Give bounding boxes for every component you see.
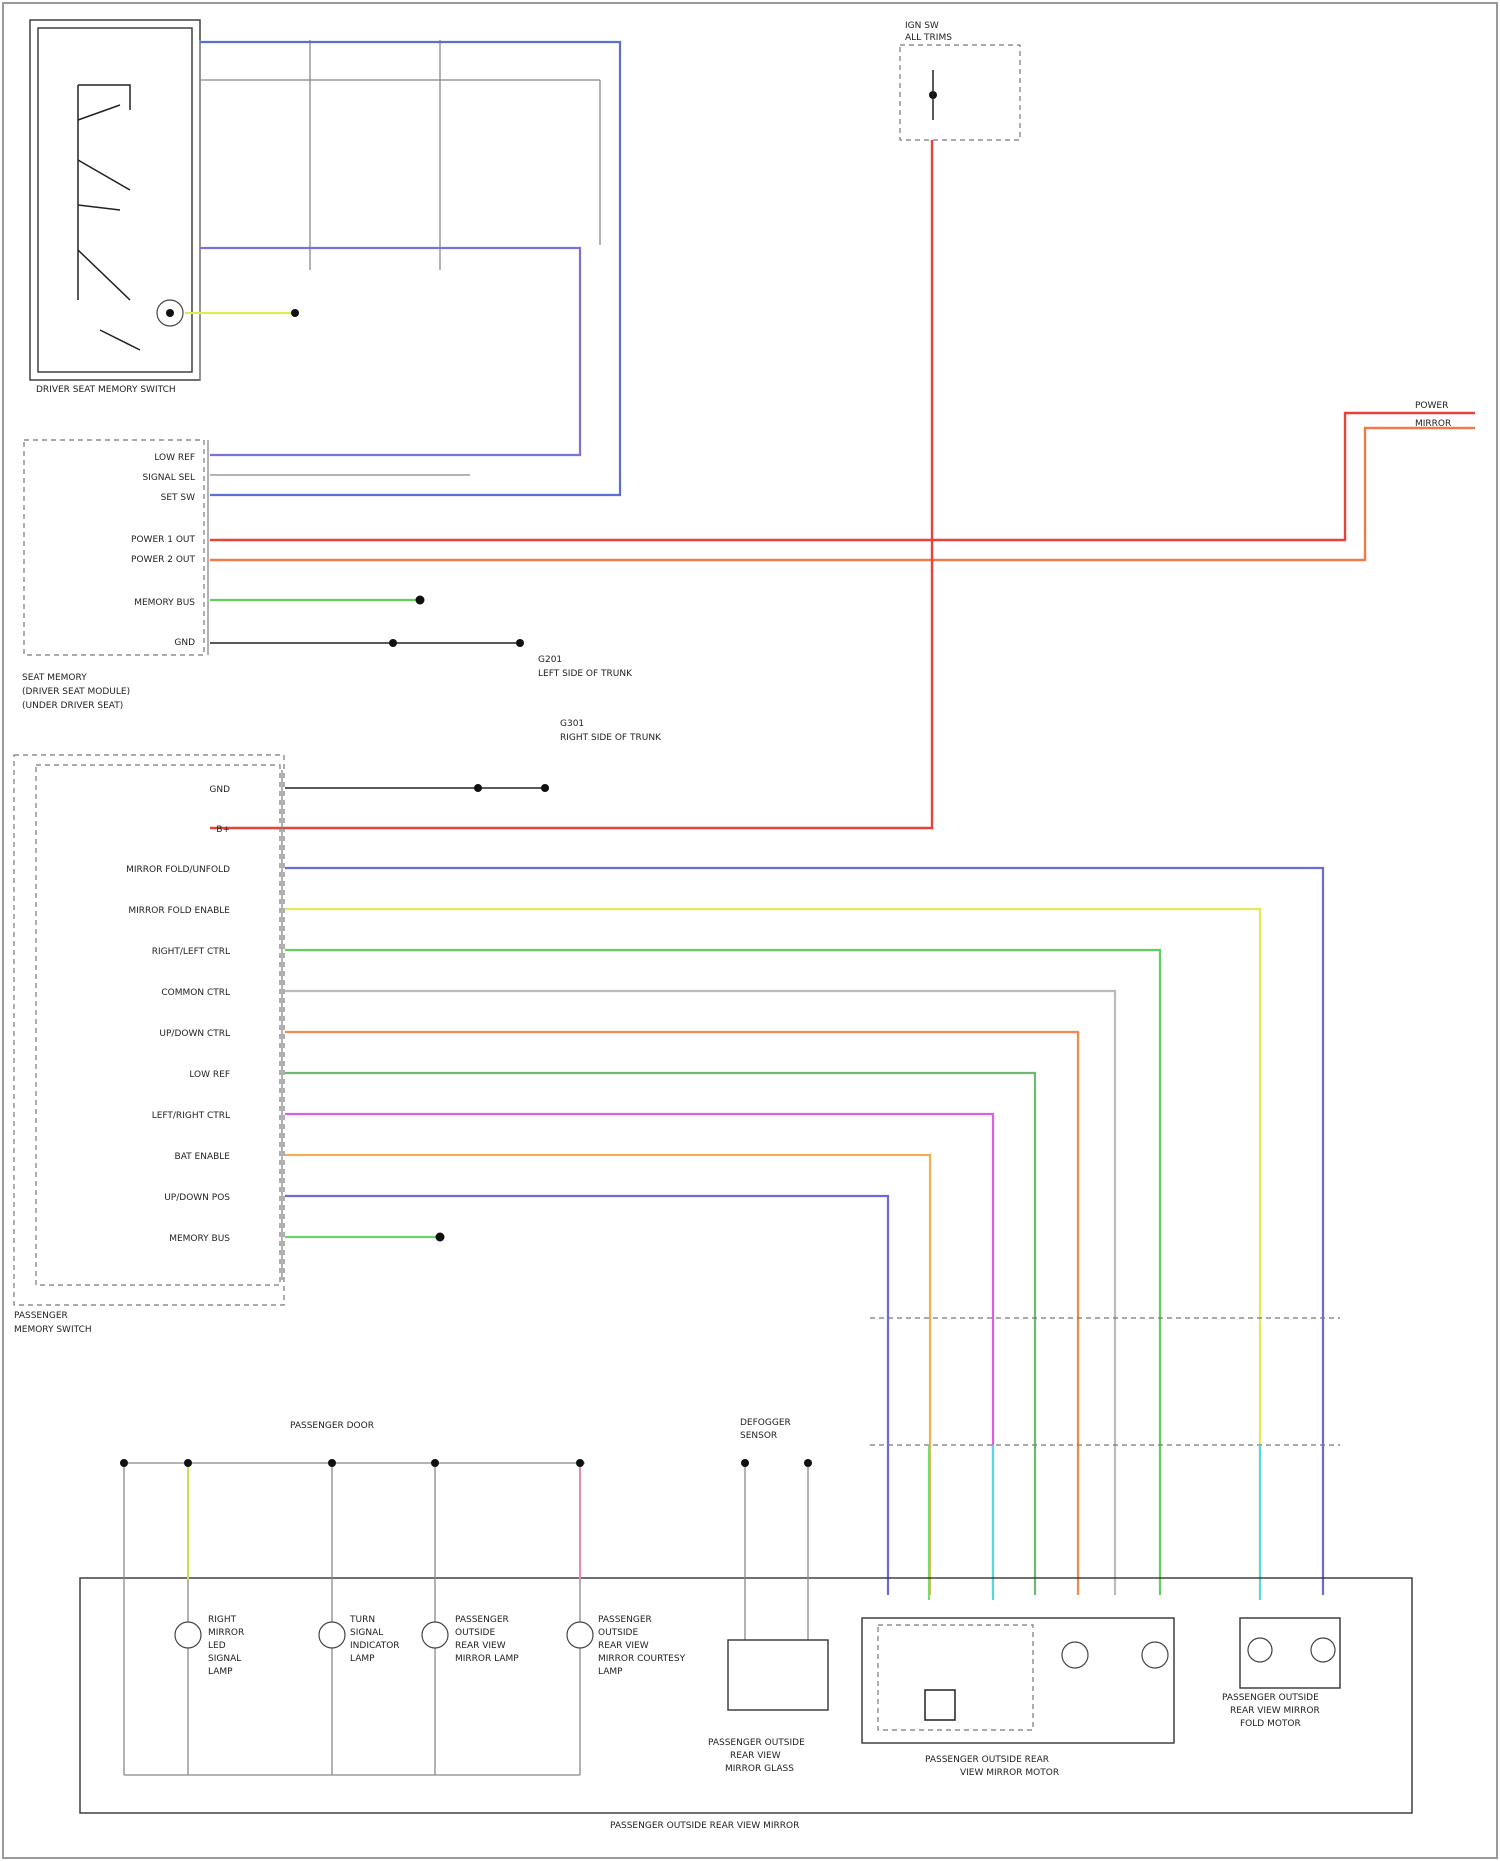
fold-motor-caption-2: REAR VIEW MIRROR: [1230, 1706, 1320, 1716]
heated-mirror-caption-2: REAR VIEW: [730, 1751, 781, 1761]
pin-label-p-gnd: GND: [209, 785, 230, 795]
pin-label-p-ud-pos: UP/DOWN POS: [164, 1193, 230, 1203]
passenger-memory-module: GND B+ MIRROR FOLD/UNFOLD MIRROR FOLD EN…: [14, 755, 284, 1335]
ground-note-2-desc: RIGHT SIDE OF TRUNK: [560, 733, 662, 743]
driver-pin-labels: LOW REF SIGNAL SEL SET SW POWER 1 OUT PO…: [131, 453, 195, 648]
pin-label-p-bplus: B+: [216, 825, 230, 835]
pin-label-p-fold-enable: MIRROR FOLD ENABLE: [128, 906, 230, 916]
footer-caption: PASSENGER OUTSIDE REAR VIEW MIRROR: [610, 1821, 799, 1831]
defogger-caption-2: SENSOR: [740, 1431, 777, 1441]
pin-label-p-low-ref: LOW REF: [189, 1070, 230, 1080]
passenger-pin-labels: GND B+ MIRROR FOLD/UNFOLD MIRROR FOLD EN…: [126, 785, 230, 1244]
lamp-4-line-1: PASSENGER: [598, 1615, 652, 1625]
mirror-motors-caption-2: VIEW MIRROR MOTOR: [960, 1768, 1059, 1778]
lamp-4-line-4: MIRROR COURTESY: [598, 1654, 686, 1664]
defogger-sensor: DEFOGGER SENSOR PASSENGER OUTSIDE REAR V…: [708, 1418, 828, 1774]
seat-memory-module: LOW REF SIGNAL SEL SET SW POWER 1 OUT PO…: [22, 440, 208, 711]
seat-module-caption-1: SEAT MEMORY: [22, 673, 87, 683]
driver-switch-caption: DRIVER SEAT MEMORY SWITCH: [36, 385, 176, 395]
lamp-labels: RIGHT MIRROR LED SIGNAL LAMP TURN SIGNAL…: [208, 1615, 686, 1677]
pin-label-p-lr-ctrl: LEFT/RIGHT CTRL: [152, 1111, 230, 1121]
pin-label-p-ud-ctrl: UP/DOWN CTRL: [159, 1029, 230, 1039]
fold-motor-caption-3: FOLD MOTOR: [1240, 1719, 1301, 1729]
lamp-1-line-2: MIRROR: [208, 1628, 244, 1638]
driver-seat-memory-switch: DRIVER SEAT MEMORY SWITCH: [30, 20, 200, 395]
mirror-motors: PASSENGER OUTSIDE REAR VIEW MIRROR MOTOR: [862, 1618, 1174, 1778]
ground-note-1-id: G201: [538, 655, 562, 665]
lamp-1-line-3: LED: [208, 1641, 226, 1651]
lamp-2-line-1: TURN: [349, 1615, 375, 1625]
ign-caption-2: ALL TRIMS: [905, 33, 952, 43]
lamp-icon-3: [422, 1622, 448, 1648]
page-border: [3, 3, 1497, 1858]
wire-blue-top: [200, 42, 620, 495]
wire-purple: [200, 248, 580, 455]
mirror-motors-caption-1: PASSENGER OUTSIDE REAR: [925, 1755, 1049, 1765]
seat-module-caption-2: (DRIVER SEAT MODULE): [22, 687, 130, 697]
lamp-1-line-5: LAMP: [208, 1667, 233, 1677]
pin-label-p-common: COMMON CTRL: [161, 988, 230, 998]
ignition-relay: IGN SW ALL TRIMS: [900, 21, 1020, 140]
driver-switch-connector: [200, 40, 600, 380]
ign-caption-1: IGN SW: [905, 21, 939, 31]
pin-label-p-rl-ctrl: RIGHT/LEFT CTRL: [152, 947, 230, 957]
lamp-4-line-2: OUTSIDE: [598, 1628, 638, 1638]
pin-label-gnd: GND: [174, 638, 195, 648]
pin-label-set-sw: SET SW: [161, 493, 195, 503]
pin-label-low-ref: LOW REF: [154, 453, 195, 463]
ground-note-2-id: G301: [560, 719, 584, 729]
top-right-label-1: POWER: [1415, 401, 1448, 411]
heated-mirror-caption-3: MIRROR GLASS: [725, 1764, 794, 1774]
passenger-switch-caption-1: PASSENGER: [14, 1311, 68, 1321]
passenger-switch-caption-2: MEMORY SWITCH: [14, 1325, 92, 1335]
fold-motor-caption-1: PASSENGER OUTSIDE: [1222, 1693, 1319, 1703]
lamp-1-line-1: RIGHT: [208, 1615, 237, 1625]
lamp-3-line-2: OUTSIDE: [455, 1628, 495, 1638]
lamp-3-line-3: REAR VIEW: [455, 1641, 506, 1651]
ground-note-1-desc: LEFT SIDE OF TRUNK: [538, 669, 633, 679]
lamp-4-line-3: REAR VIEW: [598, 1641, 649, 1651]
pin-label-memory-bus: MEMORY BUS: [134, 598, 195, 608]
lamp-icon-4: [567, 1622, 593, 1648]
lamp-1-line-4: SIGNAL: [208, 1654, 241, 1664]
pin-label-p-memory-bus: MEMORY BUS: [169, 1234, 230, 1244]
pin-label-p-fold: MIRROR FOLD/UNFOLD: [126, 865, 230, 875]
lamp-4-line-5: LAMP: [598, 1667, 623, 1677]
wire-red-power1: [210, 413, 1475, 540]
fold-motor: PASSENGER OUTSIDE REAR VIEW MIRROR FOLD …: [1222, 1618, 1340, 1729]
seat-module-caption-3: (UNDER DRIVER SEAT): [22, 701, 123, 711]
heated-mirror-caption-1: PASSENGER OUTSIDE: [708, 1738, 805, 1748]
passenger-control-wires: [285, 868, 1323, 1595]
pin-label-signal-sel: SIGNAL SEL: [142, 473, 195, 483]
door-module-caption: PASSENGER DOOR: [290, 1421, 374, 1431]
defogger-caption-1: DEFOGGER: [740, 1418, 791, 1428]
pin-label-power-1: POWER 1 OUT: [131, 535, 195, 545]
lamp-icon-1: [175, 1622, 201, 1648]
top-right-label-2: MIRROR: [1415, 419, 1451, 429]
lamp-3-line-4: MIRROR LAMP: [455, 1654, 519, 1664]
pin-label-power-2: POWER 2 OUT: [131, 555, 195, 565]
lamp-2-line-3: INDICATOR: [350, 1641, 400, 1651]
lamp-icon-2: [319, 1622, 345, 1648]
pin-label-p-bat-enable: BAT ENABLE: [175, 1152, 231, 1162]
lamp-3-line-1: PASSENGER: [455, 1615, 509, 1625]
lamp-2-line-4: LAMP: [350, 1654, 375, 1664]
lamp-2-line-2: SIGNAL: [350, 1628, 383, 1638]
ground-notes: G201 LEFT SIDE OF TRUNK G301 RIGHT SIDE …: [538, 655, 662, 743]
